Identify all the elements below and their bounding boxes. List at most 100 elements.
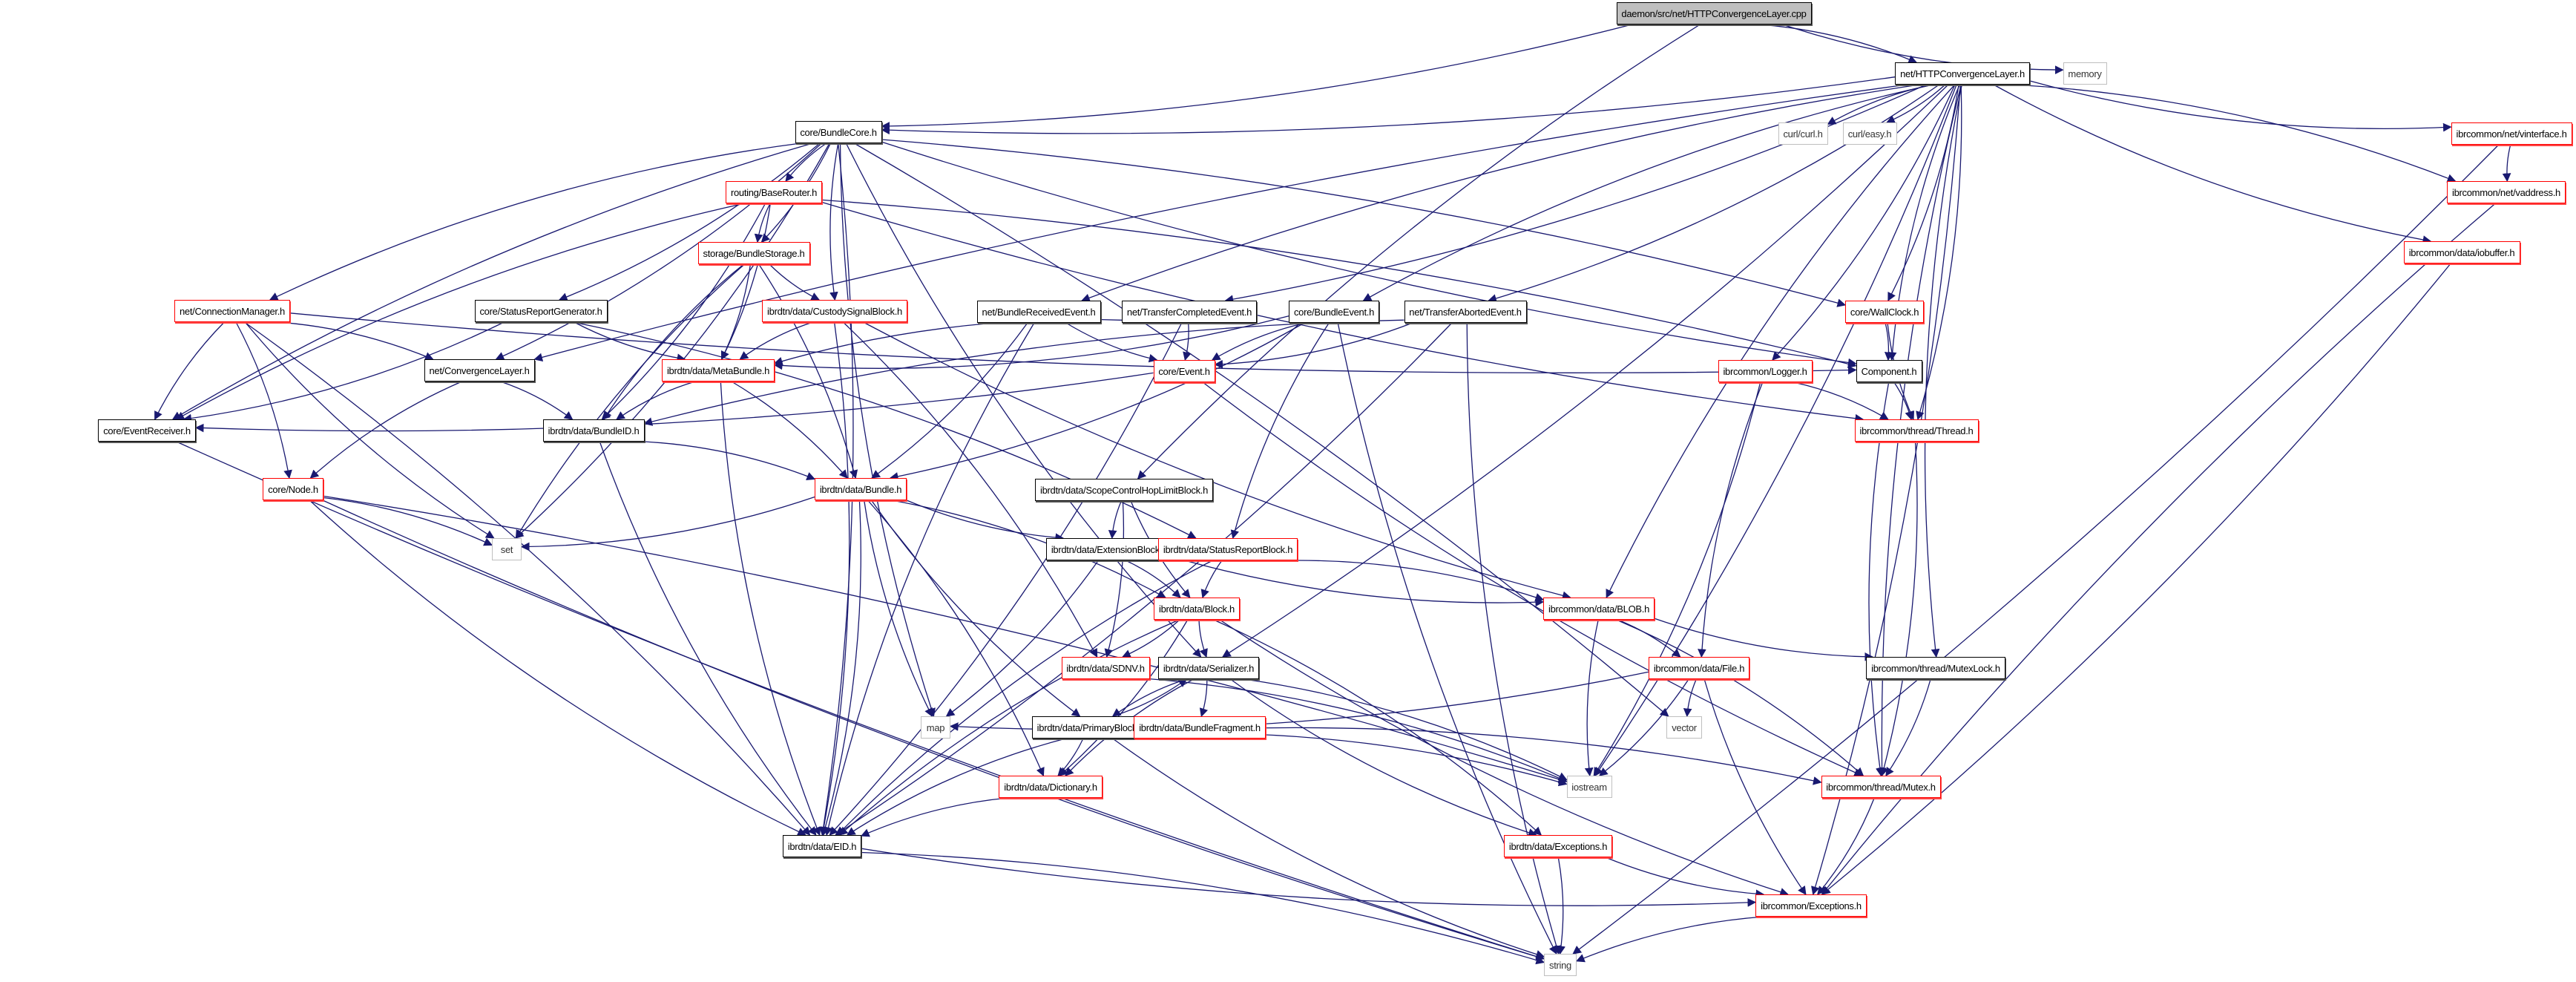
edge-bundleevent-to-bundle bbox=[889, 322, 1305, 481]
edge-httpcl-to-commonexc bbox=[1811, 84, 1961, 896]
node-baserouter[interactable]: routing/BaseRouter.h bbox=[726, 181, 822, 203]
edge-block-to-serializer bbox=[1198, 619, 1208, 658]
edge-bundle-to-map bbox=[864, 500, 933, 718]
edge-logger-to-iostream bbox=[1593, 382, 1761, 776]
node-fragment[interactable]: ibrdtn/data/BundleFragment.h bbox=[1134, 716, 1266, 739]
node-root[interactable]: daemon/src/net/HTTPConvergenceLayer.cpp bbox=[1616, 2, 1812, 24]
node-iostream: iostream bbox=[1566, 776, 1612, 798]
edge-bundle-to-extblock bbox=[906, 500, 1065, 543]
edge-event-to-mutex bbox=[1202, 382, 1863, 777]
node-vinterface[interactable]: ibrcommon/net/vinterface.h bbox=[2451, 122, 2572, 145]
node-thread[interactable]: ibrcommon/thread/Thread.h bbox=[1854, 419, 1979, 442]
edge-dictionary-to-eid bbox=[860, 797, 1008, 837]
edge-eid-to-string bbox=[861, 851, 1545, 965]
edge-bundlecore-to-custody bbox=[829, 143, 839, 301]
edge-httpcl-to-logger bbox=[1772, 84, 1956, 361]
edge-httpcl-to-bundleevent bbox=[1362, 84, 1933, 301]
node-tce[interactable]: net/TransferCompletedEvent.h bbox=[1122, 301, 1257, 323]
edge-thread-to-mutex bbox=[1879, 441, 1918, 777]
edge-httpcl-to-vinterface bbox=[2029, 80, 2452, 132]
edge-httpcl-to-bundlecore bbox=[881, 76, 1896, 135]
edge-bre-to-event bbox=[1065, 322, 1158, 363]
edge-bundlecore-to-map bbox=[839, 143, 936, 718]
edge-httpcl-to-wallclock bbox=[1887, 84, 1959, 302]
edge-tae-to-string bbox=[1466, 322, 1561, 955]
node-convlayer[interactable]: net/ConvergenceLayer.h bbox=[424, 359, 535, 382]
edge-bre-to-bundle bbox=[871, 322, 1028, 479]
node-vector: vector bbox=[1666, 716, 1702, 739]
edge-baserouter-to-eventrecv bbox=[175, 203, 745, 420]
node-metabundle[interactable]: ibrdtn/data/MetaBundle.h bbox=[662, 359, 775, 382]
edge-primary-to-dictionary bbox=[1057, 738, 1084, 776]
node-eid[interactable]: ibrdtn/data/EID.h bbox=[783, 835, 861, 857]
node-memory: memory bbox=[2063, 62, 2107, 85]
edge-bundleid-to-eid bbox=[599, 441, 817, 836]
edge-bundlecore-to-convlayer bbox=[495, 143, 822, 360]
node-tae[interactable]: net/TransferAbortedEvent.h bbox=[1404, 301, 1527, 323]
edge-scope-to-extblock bbox=[1108, 500, 1122, 540]
node-serializer[interactable]: ibrdtn/data/Serializer.h bbox=[1158, 657, 1259, 679]
edge-connmgr-to-node bbox=[235, 321, 292, 479]
node-mutexlock[interactable]: ibrcommon/thread/MutexLock.h bbox=[1866, 657, 2005, 679]
edge-httpcl-to-convlayer bbox=[533, 84, 1908, 362]
node-file[interactable]: ibrcommon/data/File.h bbox=[1649, 657, 1749, 679]
node-easy: curl/easy.h bbox=[1842, 122, 1897, 145]
node-vaddress[interactable]: ibrcommon/net/vaddress.h bbox=[2447, 181, 2566, 203]
edge-bundlestorage-to-set bbox=[515, 263, 745, 540]
node-dtnexc[interactable]: ibrdtn/data/Exceptions.h bbox=[1504, 835, 1612, 857]
edge-srblock-to-eid bbox=[836, 560, 1213, 836]
edge-statusgen-to-eventrecv bbox=[183, 321, 505, 423]
node-bundleid[interactable]: ibrdtn/data/BundleID.h bbox=[542, 419, 645, 442]
edge-statusgen-to-srblock bbox=[573, 321, 1197, 539]
node-httpcl[interactable]: net/HTTPConvergenceLayer.h bbox=[1895, 62, 2030, 85]
edge-node-to-set bbox=[323, 497, 493, 546]
edge-connmgr-to-convlayer bbox=[278, 321, 434, 361]
edge-block-to-dictionary bbox=[1059, 619, 1189, 776]
edge-vinterface-to-string bbox=[1572, 144, 2500, 955]
edge-bundle-to-set bbox=[520, 496, 815, 551]
node-mutex[interactable]: ibrcommon/thread/Mutex.h bbox=[1821, 776, 1941, 798]
node-component[interactable]: Component.h bbox=[1856, 360, 1922, 382]
edge-custody-to-metabundle bbox=[739, 321, 813, 360]
node-sdnv[interactable]: ibrdtn/data/SDNV.h bbox=[1061, 657, 1150, 679]
node-primary[interactable]: ibrdtn/data/PrimaryBlock.h bbox=[1031, 716, 1150, 739]
edge-metabundle-to-eid bbox=[720, 381, 821, 837]
node-map: map bbox=[921, 716, 950, 739]
node-dictionary[interactable]: ibrdtn/data/Dictionary.h bbox=[999, 776, 1103, 798]
edge-primary-to-iostream bbox=[1149, 733, 1568, 787]
node-event[interactable]: core/Event.h bbox=[1153, 360, 1215, 382]
edge-logger-to-thread bbox=[1793, 382, 1889, 420]
edge-convlayer-to-node bbox=[309, 381, 462, 479]
node-eventrecv[interactable]: core/EventReceiver.h bbox=[98, 419, 196, 442]
node-bundlestorage[interactable]: storage/BundleStorage.h bbox=[697, 242, 810, 264]
node-logger[interactable]: ibrcommon/Logger.h bbox=[1718, 360, 1813, 382]
edge-bundle-to-block bbox=[892, 500, 1166, 598]
edge-baserouter-to-component bbox=[821, 199, 1857, 369]
node-commonexc[interactable]: ibrcommon/Exceptions.h bbox=[1755, 894, 1867, 917]
node-bundle[interactable]: ibrdtn/data/Bundle.h bbox=[815, 478, 907, 500]
node-scope[interactable]: ibrdtn/data/ScopeControlHopLimitBlock.h bbox=[1035, 479, 1213, 501]
node-blob[interactable]: ibrcommon/data/BLOB.h bbox=[1543, 598, 1655, 620]
node-bundleevent[interactable]: core/BundleEvent.h bbox=[1289, 301, 1379, 323]
node-custody[interactable]: ibrdtn/data/CustodySignalBlock.h bbox=[762, 300, 907, 322]
node-node[interactable]: core/Node.h bbox=[263, 478, 323, 500]
node-bre[interactable]: net/BundleReceivedEvent.h bbox=[976, 301, 1101, 323]
edge-httpcl-to-tae bbox=[1488, 84, 1940, 303]
node-srblock[interactable]: ibrdtn/data/StatusReportBlock.h bbox=[1158, 538, 1298, 560]
edge-extblock-to-block bbox=[1125, 560, 1181, 598]
edge-event-to-eventrecv bbox=[194, 372, 1154, 433]
edge-blob-to-iostream bbox=[1584, 619, 1599, 777]
edge-sdnv-to-iostream bbox=[1149, 678, 1568, 782]
edge-httpcl-to-easy bbox=[1886, 84, 1946, 124]
node-iobuffer[interactable]: ibrcommon/data/iobuffer.h bbox=[2403, 241, 2520, 263]
node-statusgen[interactable]: core/StatusReportGenerator.h bbox=[474, 300, 608, 322]
edge-file-to-commonexc bbox=[1703, 678, 1807, 895]
node-wallclock[interactable]: core/WallClock.h bbox=[1845, 301, 1924, 323]
node-block[interactable]: ibrdtn/data/Block.h bbox=[1154, 598, 1240, 620]
edge-blob-to-mutex bbox=[1616, 619, 1864, 776]
node-bundlecore[interactable]: core/BundleCore.h bbox=[795, 121, 882, 143]
node-connmgr[interactable]: net/ConnectionManager.h bbox=[174, 300, 290, 322]
node-extblock[interactable]: ibrdtn/data/ExtensionBlock.h bbox=[1046, 538, 1172, 560]
node-set: set bbox=[492, 538, 522, 560]
edge-statusgen-to-metabundle bbox=[574, 321, 686, 363]
